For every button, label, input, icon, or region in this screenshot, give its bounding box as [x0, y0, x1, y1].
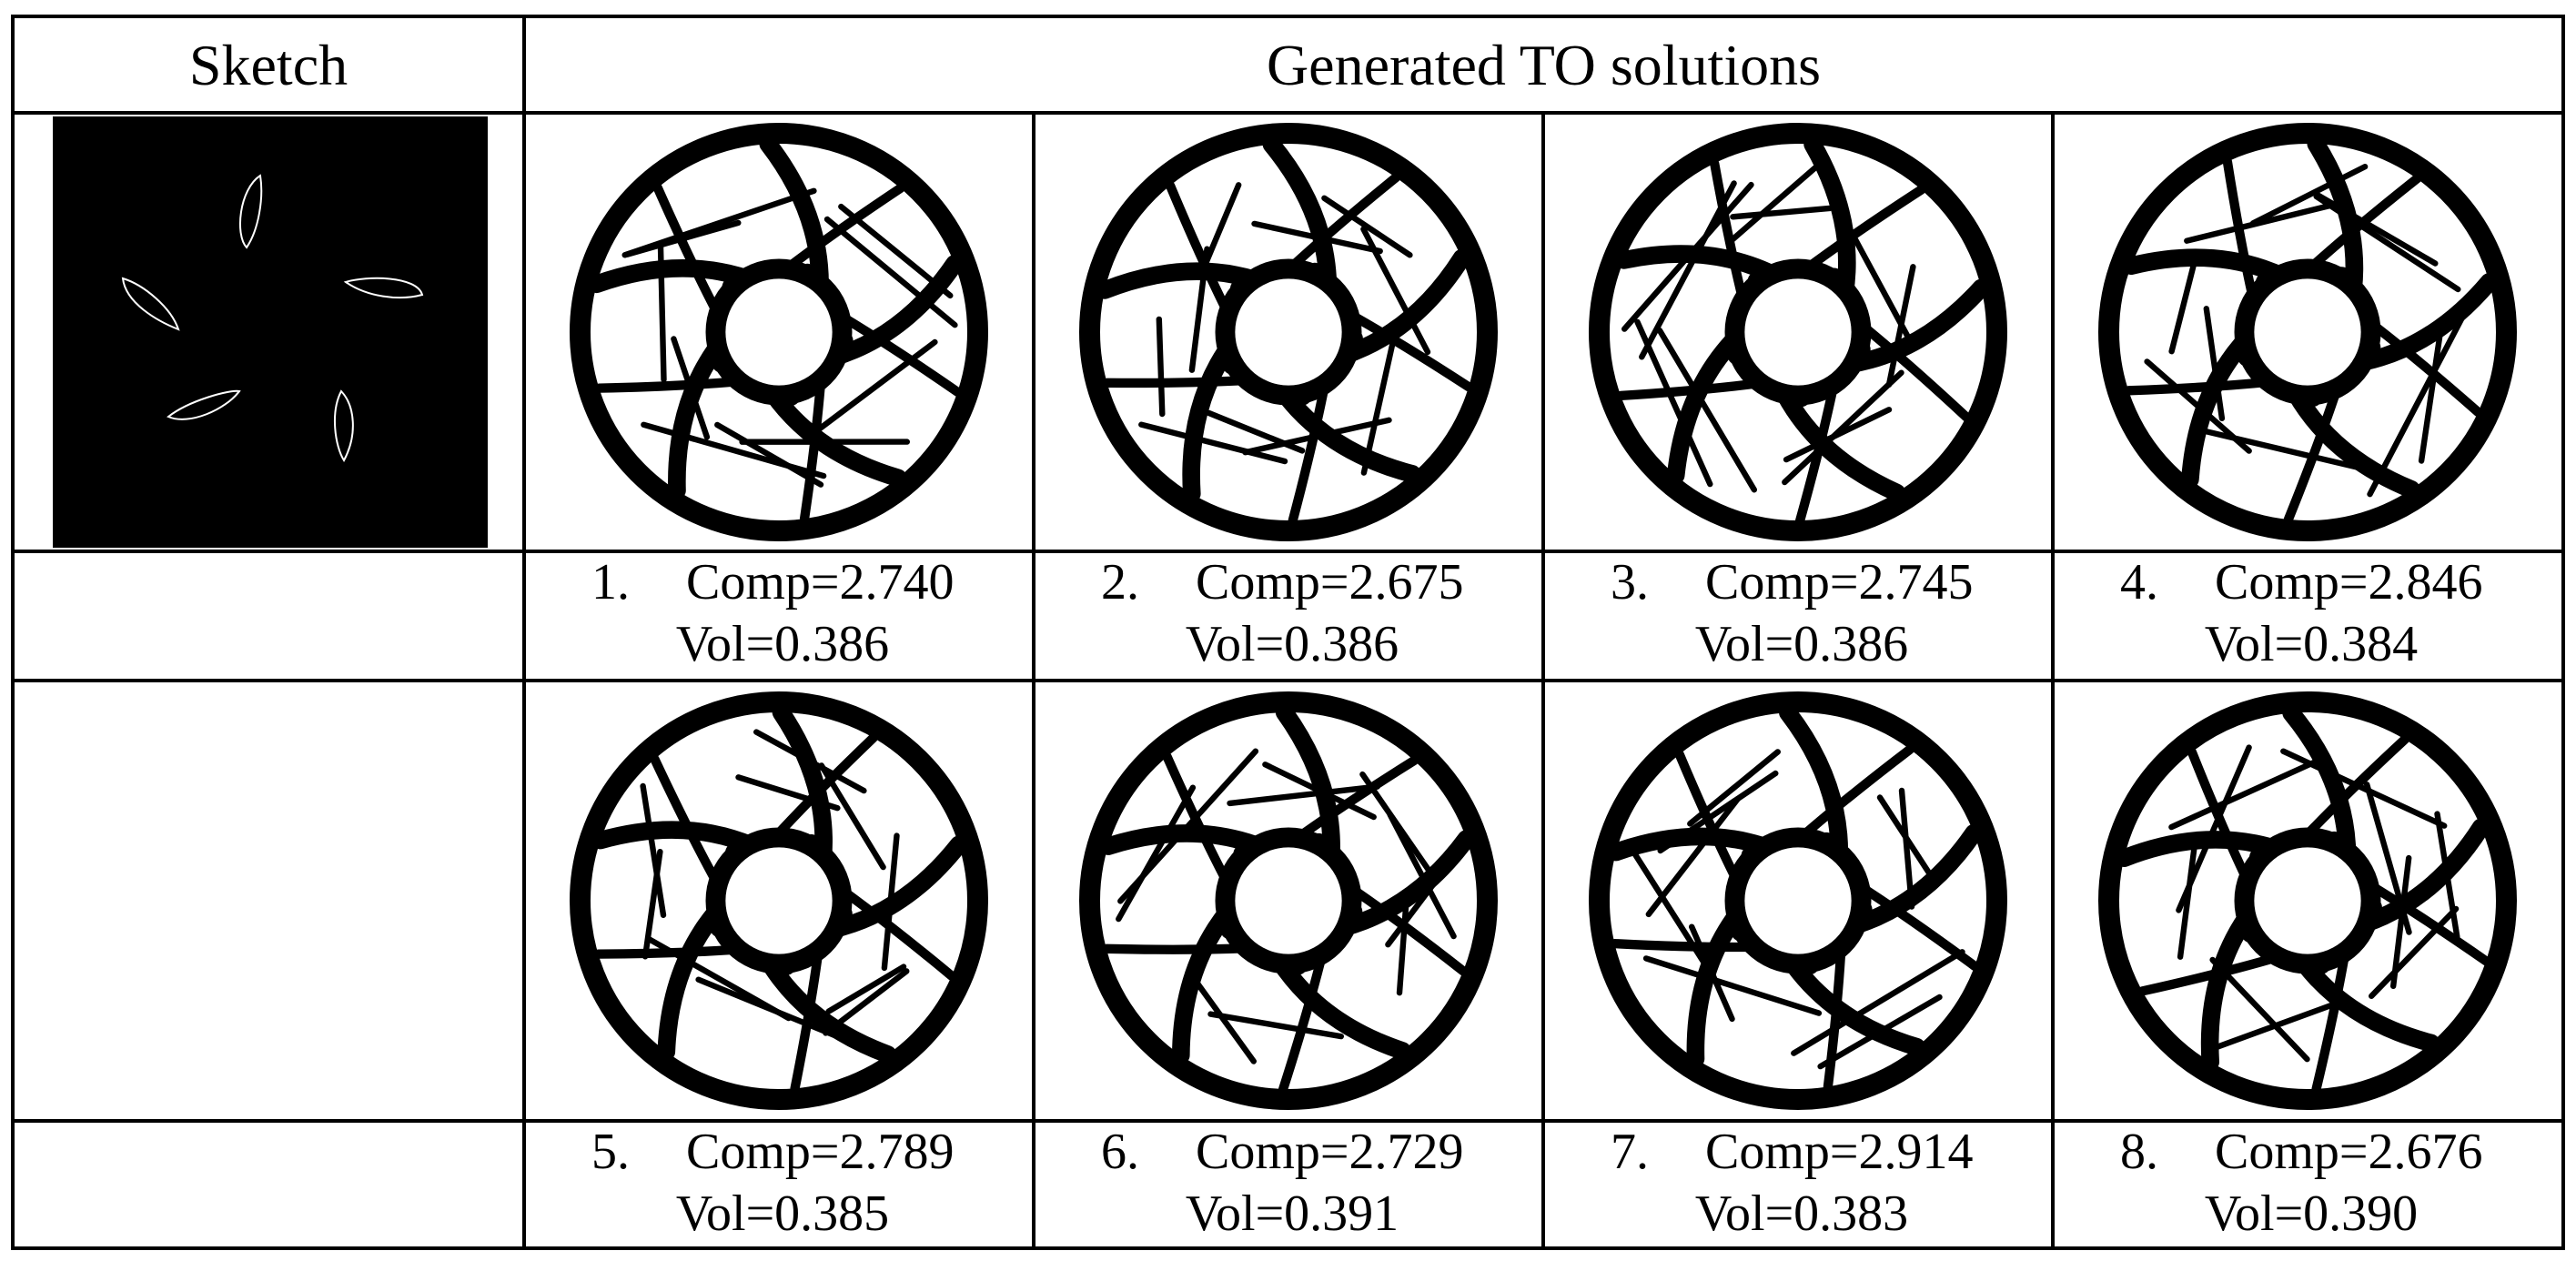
sketch-image [53, 116, 488, 548]
solution-image-8 [2091, 684, 2524, 1117]
solution-image-5 [562, 684, 995, 1117]
sketch-petal [239, 174, 263, 249]
solution-image-1 [562, 115, 995, 550]
solution-index: 5. [591, 1124, 630, 1180]
solution-volume: Vol=0.386 [675, 616, 890, 672]
sketch-petal [121, 277, 180, 331]
solution-image-6 [1072, 684, 1505, 1117]
wheel-drawing [1079, 123, 1498, 541]
wheel-drawing [1589, 691, 2007, 1110]
sketch-petal [167, 389, 241, 420]
solution-image-4 [2091, 115, 2524, 550]
solution-compliance: Comp=2.914 [1705, 1124, 1974, 1180]
solution-caption-5: 5. Comp=2.789 Vol=0.385 [591, 1126, 974, 1245]
wheel-drawing [2098, 123, 2517, 541]
solution-caption-6: 6. Comp=2.729 Vol=0.391 [1101, 1126, 1483, 1245]
solution-caption-7: 7. Comp=2.914 Vol=0.383 [1611, 1126, 1993, 1245]
solution-compliance: Comp=2.745 [1705, 554, 1974, 610]
solution-index: 2. [1101, 554, 1139, 610]
solution-compliance: Comp=2.789 [686, 1124, 955, 1180]
solution-compliance: Comp=2.740 [686, 554, 955, 610]
solution-volume: Vol=0.385 [675, 1185, 890, 1242]
solution-compliance: Comp=2.729 [1196, 1124, 1464, 1180]
solution-compliance: Comp=2.846 [2215, 554, 2483, 610]
solution-compliance: Comp=2.676 [2215, 1124, 2483, 1180]
solution-image-7 [1581, 684, 2015, 1117]
solution-index: 4. [2120, 554, 2158, 610]
solution-volume: Vol=0.383 [1694, 1185, 1909, 1242]
solution-index: 6. [1101, 1124, 1139, 1180]
solution-index: 8. [2120, 1124, 2158, 1180]
solution-index: 7. [1611, 1124, 1649, 1180]
solution-caption-3: 3. Comp=2.745 Vol=0.386 [1611, 557, 1993, 675]
solution-volume: Vol=0.386 [1694, 616, 1909, 672]
solution-image-2 [1072, 115, 1505, 550]
sketch-petal [333, 389, 354, 462]
wheel-drawing [1589, 123, 2007, 541]
generated-solutions-header: Generated TO solutions [1266, 33, 1822, 97]
wheel-drawing [570, 123, 988, 541]
solution-volume: Vol=0.390 [2204, 1185, 2419, 1242]
solution-compliance: Comp=2.675 [1196, 554, 1464, 610]
solution-caption-2: 2. Comp=2.675 Vol=0.386 [1101, 557, 1483, 675]
wheel-drawing [1079, 691, 1498, 1110]
solution-volume: Vol=0.386 [1185, 616, 1399, 672]
sketch-petal [343, 277, 424, 299]
wheel-drawing [570, 691, 988, 1110]
solution-caption-4: 4. Comp=2.846 Vol=0.384 [2120, 557, 2502, 675]
solution-volume: Vol=0.391 [1185, 1185, 1399, 1242]
solution-index: 3. [1611, 554, 1649, 610]
sketch-column-header: Sketch [188, 33, 349, 97]
solution-caption-1: 1. Comp=2.740 Vol=0.386 [591, 557, 974, 675]
solution-index: 1. [591, 554, 630, 610]
solution-image-3 [1581, 115, 2015, 550]
solution-volume: Vol=0.384 [2204, 616, 2419, 672]
sketch-petals-drawing [121, 174, 424, 462]
solution-caption-8: 8. Comp=2.676 Vol=0.390 [2120, 1126, 2502, 1245]
wheel-drawing [2098, 691, 2517, 1110]
